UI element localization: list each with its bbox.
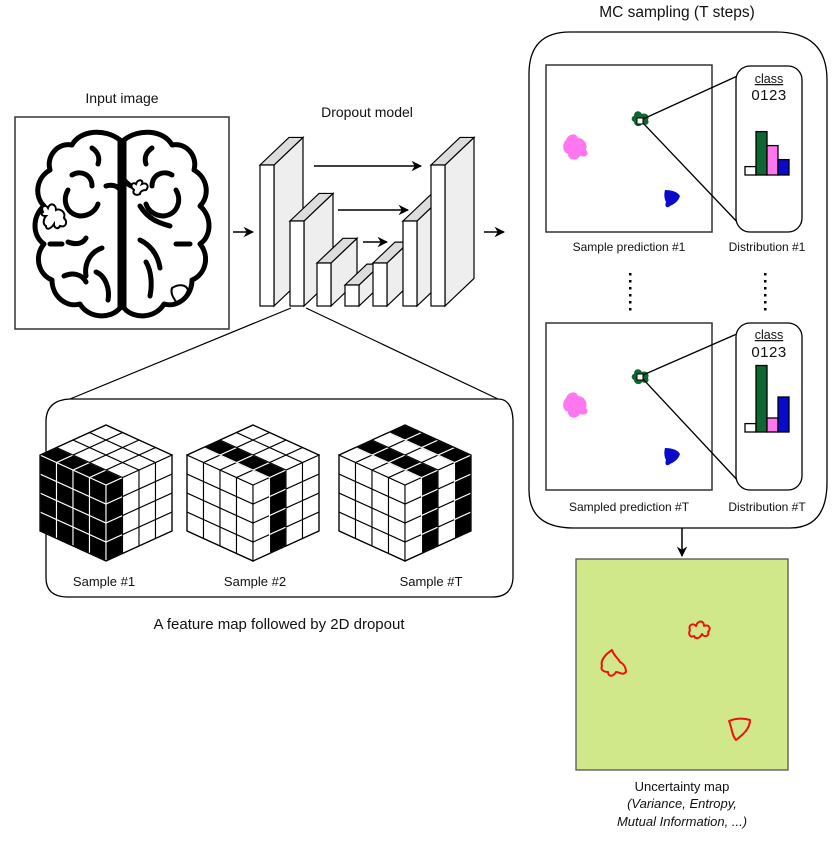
lesion-outlines [40,179,190,304]
unet-block-side [444,136,475,308]
prediction-label-t: Sampled prediction #T [569,500,690,514]
cube-outline [39,424,173,562]
pixel-link-bottom-t [642,378,742,485]
prediction-label-1: Sample prediction #1 [573,240,686,254]
uncertainty-contour-3 [728,717,751,741]
input-image-title: Input image [85,90,158,106]
ellipsis-dot [629,301,632,304]
class-header-t: class [755,328,783,342]
distribution-label-1: Distribution #1 [729,240,806,254]
unet-block-front [316,262,332,307]
ellipsis-dot [764,273,767,276]
ellipsis-dot [629,287,632,290]
uncertainty-contours [600,620,751,741]
uncertainty-map-subtitle-2: Mutual Information, ...) [617,814,747,829]
blob-class-3 [664,448,680,466]
unet-block-front [259,164,275,307]
unet-block-front [289,220,305,307]
distribution-bar-class-2 [766,417,779,433]
ellipsis-dot [629,273,632,276]
cube-outline [338,424,472,562]
class-ticks-t: 0123 [751,344,786,361]
uncertainty-map-title: Uncertainty map [635,779,730,794]
dropout-model-title: Dropout model [321,104,413,120]
feature-map-cube [337,424,473,562]
uncertainty-contour-1 [688,620,711,640]
unet-block-front [344,284,360,307]
blob-class-3 [664,190,680,208]
feature-map-cube [185,424,321,562]
unet-block-front [430,164,446,307]
uncertainty-map-subtitle-1: (Variance, Entropy, [627,796,737,811]
unet-block-front [402,220,418,307]
brain-icon [32,129,212,319]
mc-sampling-title: MC sampling (T steps) [599,4,755,21]
unet-block-front [372,262,388,307]
feature-map-cubes [38,424,473,562]
ellipsis-dot [629,280,632,283]
distribution-bars-t [744,364,790,433]
mc-sample-t: class 0123 Sampled prediction #T Distrib… [545,322,806,514]
sample-label-1: Sample #1 [73,574,135,589]
feature-map-panel: Sample #1 Sample #2 Sample #T A feature … [38,398,514,633]
distribution-frame-t [735,322,803,491]
zoom-line-left [69,307,292,400]
unet-blocks [258,136,476,308]
input-image-panel: Input image [14,90,230,330]
sample-label-t: Sample #T [400,574,463,589]
distribution-bar-class-3 [777,396,790,433]
pixel-marker-1 [636,117,644,125]
blob-class-2 [563,392,588,418]
ellipsis-dot [629,294,632,297]
feature-map-cube [38,424,174,562]
dropout-model: Dropout model [258,104,476,308]
ellipsis-dot [764,301,767,304]
feature-map-caption: A feature map followed by 2D dropout [154,616,406,633]
distribution-bar-class-3 [777,158,790,176]
ellipsis-dot [764,287,767,290]
zoom-line-right [305,307,499,400]
uncertainty-map-frame [575,558,789,771]
class-ticks-1: 0123 [751,87,786,104]
mc-sampling-panel: MC sampling (T steps) class 0123 Sample … [528,4,828,529]
distribution-bar-class-2 [766,144,779,176]
uncertainty-contour-2 [600,649,627,677]
sample-label-2: Sample #2 [224,574,286,589]
ellipsis-dot [764,294,767,297]
distribution-bar-class-0 [744,165,757,176]
ellipsis-dot [629,308,632,311]
pixel-marker-t [636,373,644,381]
uncertainty-map-panel: Uncertainty map (Variance, Entropy, Mutu… [575,558,789,829]
distribution-bar-class-1 [755,364,768,433]
ellipsis-dots [629,273,767,311]
distribution-bar-class-0 [744,422,757,433]
blob-class-2 [563,134,588,160]
unet-block [315,236,359,308]
distribution-label-t: Distribution #T [728,500,806,514]
cube-outline [186,424,320,562]
class-header-1: class [755,72,783,86]
ellipsis-dot [764,280,767,283]
distribution-bars-1 [744,130,790,176]
ellipsis-dot [764,308,767,311]
pixel-link-bottom-1 [642,122,742,227]
mc-sample-1: class 0123 Sample prediction #1 Distribu… [545,64,806,254]
distribution-bar-class-1 [755,130,768,176]
unet-block [429,136,476,308]
